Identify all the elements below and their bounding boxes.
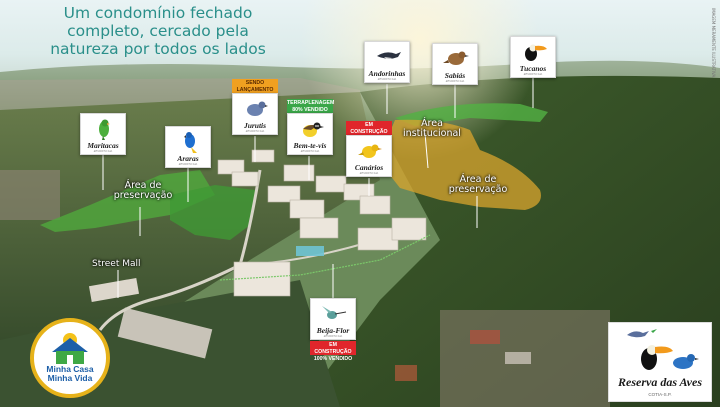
status-badge-canarios: EM CONSTRUÇÃO 100% VENDIDO <box>346 121 392 142</box>
card-araras: Araras RESIDENCIAL <box>165 126 211 168</box>
card-name: Sabiás <box>444 71 466 80</box>
parakeet-icon <box>99 119 110 140</box>
label-area-preservacao-right: Área de preservação <box>448 174 508 195</box>
card-name: Canários <box>354 163 384 172</box>
card-subtitle: RESIDENCIAL <box>523 72 543 76</box>
label-area-institucional: Área institucional <box>403 118 461 139</box>
label-street-mall: Street Mall <box>92 259 141 269</box>
card-subtitle: RESIDENCIAL <box>323 334 343 338</box>
card-subtitle: RESIDENCIAL <box>178 162 198 166</box>
house-icon <box>52 333 88 364</box>
card-subtitle: RESIDENCIAL <box>93 149 113 153</box>
card-sabias: Sabiás RESIDENCIAL <box>432 43 478 85</box>
card-bemtevis: Bem-te-vis RESIDENCIAL <box>287 113 333 155</box>
card-name: Araras <box>177 154 199 163</box>
macaw-icon <box>184 132 197 153</box>
road <box>98 169 262 331</box>
kiskadee-icon <box>303 122 324 137</box>
dove-icon <box>247 101 268 116</box>
reserva-das-aves-logo: Reserva das Aves COTIA-S.P. <box>608 322 712 402</box>
card-name: Jurutis <box>243 121 267 130</box>
mcmv-line: Minha Casa <box>46 364 94 374</box>
headline: Um condomínio fechado completo, cercado … <box>28 4 288 58</box>
toucan-icon <box>525 44 547 61</box>
institutional-overlay <box>378 119 541 210</box>
preservation-left-overlay <box>40 170 215 232</box>
status-badge-jurutis: SENDO LANÇAMENTO <box>232 79 278 93</box>
card-beijaflor: Beija-Flor RESIDENCIAL <box>310 298 356 340</box>
minha-casa-minha-vida-logo: Minha Casa Minha Vida <box>30 318 110 398</box>
preservation-top-overlay <box>395 103 548 126</box>
card-tucanos: Tucanos RESIDENCIAL <box>510 36 556 78</box>
card-subtitle: RESIDENCIAL <box>300 149 320 153</box>
card-name: Tucanos <box>519 64 547 73</box>
preservation-mid-overlay <box>170 185 255 240</box>
card-jurutis: Jurutis RESIDENCIAL <box>232 93 278 135</box>
card-name: Andorinhas <box>368 69 406 78</box>
status-badge-bemtevis: TERRAPLENAGEM 80% VENDIDO <box>287 99 335 113</box>
apartment-blocks <box>217 149 427 297</box>
card-name: Beija-Flor <box>316 326 350 335</box>
card-maritacas: Maritacas RESIDENCIAL <box>80 113 126 155</box>
card-canarios: Canários RESIDENCIAL <box>346 135 392 177</box>
town-patch <box>0 170 60 220</box>
reserva-name: Reserva das Aves <box>618 375 702 389</box>
label-area-preservacao-left: Área de preservação <box>113 180 173 201</box>
sun-glow <box>300 0 540 160</box>
swallow-icon <box>377 52 401 59</box>
fence-line <box>219 234 431 281</box>
town-patch <box>395 365 417 381</box>
leader-lines <box>102 77 534 298</box>
status-badge-beijaflor: EM CONSTRUÇÃO 100% VENDIDO <box>310 341 356 362</box>
card-subtitle: RESIDENCIAL <box>245 129 265 133</box>
warehouse <box>117 307 213 359</box>
illustrative-note: IMAGEM MERAMENTE ILUSTRATIVA <box>711 8 716 78</box>
card-name: Bem-te-vis <box>293 141 327 150</box>
mcmv-text: Minha Casa Minha Vida <box>34 365 106 383</box>
club-pool <box>296 246 324 256</box>
town-patch <box>470 330 500 344</box>
card-name: Maritacas <box>87 141 119 150</box>
hummingbird-icon <box>322 306 347 319</box>
street-mall-building <box>88 277 140 303</box>
headline-line: Um condomínio fechado <box>63 4 253 22</box>
reserva-city: COTIA-S.P. <box>648 392 672 397</box>
headline-line: completo, cercado pela <box>67 22 249 40</box>
card-andorinhas: Andorinhas RESIDENCIAL <box>364 41 410 83</box>
town-patch <box>505 352 531 364</box>
birds-logo-icon <box>627 329 699 370</box>
card-subtitle: RESIDENCIAL <box>445 79 465 83</box>
card-subtitle: RESIDENCIAL <box>359 171 379 175</box>
canary-icon <box>358 144 382 158</box>
headline-line: natureza por todos os lados <box>50 40 266 58</box>
mcmv-line: Minha Vida <box>47 373 93 383</box>
card-subtitle: RESIDENCIAL <box>377 77 397 81</box>
thrush-icon <box>443 51 469 65</box>
